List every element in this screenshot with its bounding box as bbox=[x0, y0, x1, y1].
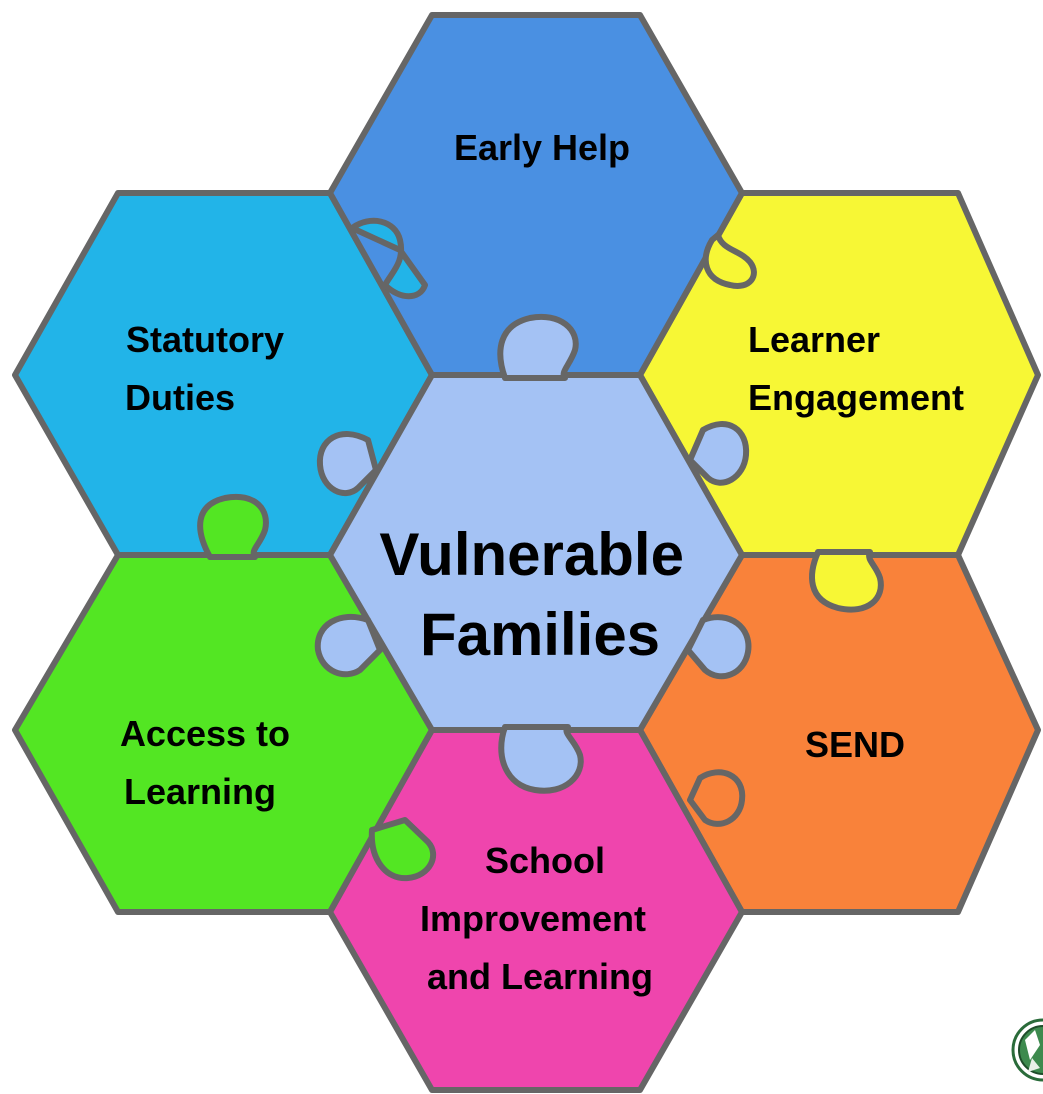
piece-vulnerable-families bbox=[327, 372, 745, 733]
knob-send-left bbox=[687, 769, 746, 827]
council-crest-icon bbox=[1011, 1018, 1043, 1082]
knob-learner bbox=[702, 232, 757, 289]
knob-access-right bbox=[368, 817, 437, 882]
label-early-help-line-1: Early Help bbox=[454, 127, 630, 168]
knob-center-left-lower bbox=[314, 613, 383, 678]
label-learner-engagement: Learner Engagement bbox=[748, 319, 964, 418]
label-school-line-3: and Learning bbox=[427, 956, 653, 997]
label-learner-engagement-line-1: Learner bbox=[748, 319, 880, 360]
label-statutory-duties: Statutory Duties bbox=[125, 319, 294, 418]
label-school-line-1: School bbox=[485, 840, 605, 881]
knob-statutory bbox=[349, 217, 428, 300]
label-school-line-2: Improvement bbox=[420, 898, 646, 939]
label-statutory-duties-line-2: Duties bbox=[125, 377, 235, 418]
label-access-line-1: Access to bbox=[120, 713, 290, 754]
knob-center-left bbox=[316, 431, 379, 496]
label-send-line-1: SEND bbox=[805, 724, 905, 765]
label-access-line-2: Learning bbox=[124, 771, 276, 812]
label-vulnerable-families: Vulnerable Families bbox=[379, 521, 700, 668]
knob-center-right bbox=[687, 421, 750, 486]
knob-learner-bottom bbox=[809, 549, 884, 613]
knob-center-bottom bbox=[498, 724, 584, 794]
knob-center-top bbox=[497, 313, 579, 381]
label-center-line-1: Vulnerable bbox=[379, 521, 684, 588]
label-center-line-2: Families bbox=[420, 601, 660, 668]
label-statutory-duties-line-1: Statutory bbox=[126, 319, 284, 360]
label-send: SEND bbox=[805, 724, 905, 765]
label-school-improvement: School Improvement and Learning bbox=[420, 840, 656, 997]
label-access-to-learning: Access to Learning bbox=[120, 713, 300, 812]
label-early-help: Early Help bbox=[454, 127, 630, 168]
knob-access bbox=[197, 493, 269, 560]
knob-center-right-lower bbox=[685, 614, 752, 680]
label-learner-engagement-line-2: Engagement bbox=[748, 377, 964, 418]
